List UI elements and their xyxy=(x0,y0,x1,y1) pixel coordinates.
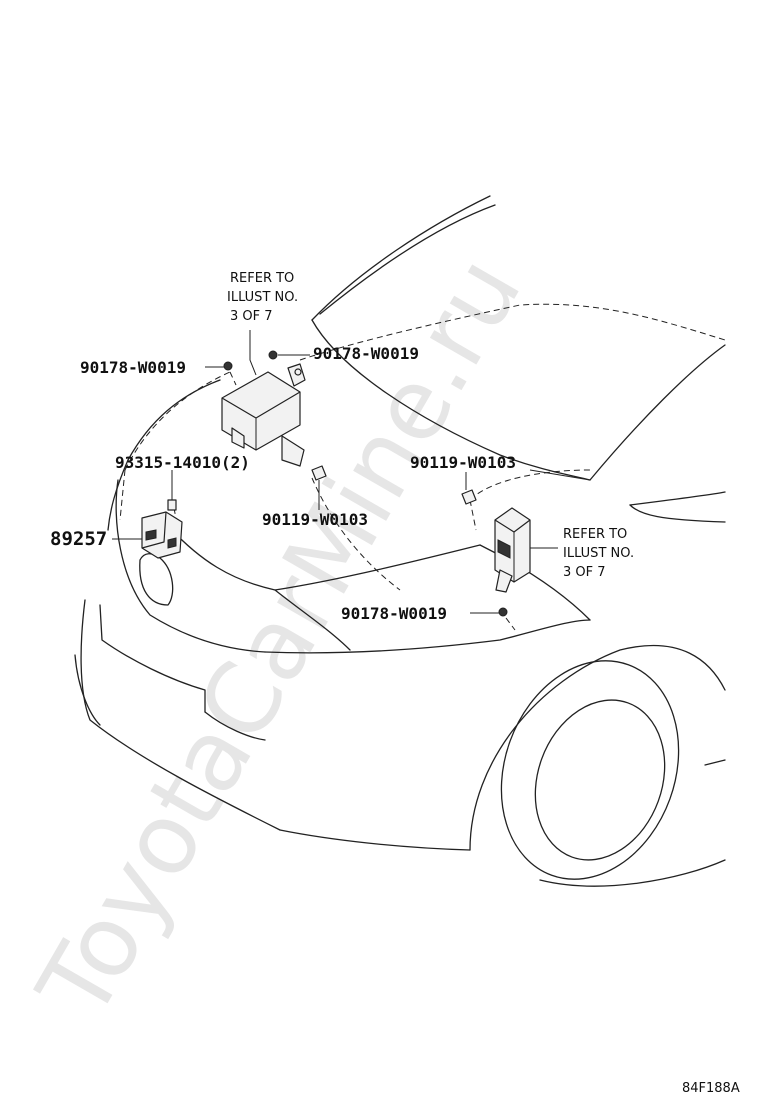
junction-block-part xyxy=(221,363,306,467)
callout-labels: 90178-W0019 90178-W0019 93315-14010(2) 8… xyxy=(50,344,516,623)
callout-90178-w0019-left: 90178-W0019 xyxy=(80,358,186,377)
refer-note-right: REFER TO ILLUST NO. 3 OF 7 xyxy=(563,527,634,580)
bolt-part-center xyxy=(311,465,327,492)
callout-90178-w0019-lower: 90178-W0019 xyxy=(341,604,447,623)
refer-note-right-line-3: 3 OF 7 xyxy=(563,565,606,580)
bolt-part-right xyxy=(461,489,477,505)
callout-93315-14010: 93315-14010(2) xyxy=(115,453,250,472)
leader-lines xyxy=(112,330,591,614)
refer-note-right-line-1: REFER TO xyxy=(563,527,627,542)
clip-part-2 xyxy=(268,350,278,360)
screw-part xyxy=(167,488,177,511)
clip-part-1 xyxy=(223,361,233,371)
refer-note-left: REFER TO ILLUST NO. 3 OF 7 xyxy=(227,271,298,324)
fuse-box-right-part xyxy=(494,507,531,593)
refer-note-left-line-3: 3 OF 7 xyxy=(230,309,273,324)
figure-code: 84F188A xyxy=(682,1081,740,1096)
refer-note-left-line-2: ILLUST NO. xyxy=(227,290,298,305)
callout-90119-w0103-center: 90119-W0103 xyxy=(262,510,368,529)
callout-90178-w0019-top: 90178-W0019 xyxy=(313,344,419,363)
callout-90119-w0103-right: 90119-W0103 xyxy=(410,453,516,472)
refer-note-left-line-1: REFER TO xyxy=(230,271,294,286)
refer-note-right-line-2: ILLUST NO. xyxy=(563,546,634,561)
relay-89257-part xyxy=(141,511,183,559)
car-body-outline xyxy=(74,195,726,887)
clip-part-3 xyxy=(498,607,508,617)
callout-89257: 89257 xyxy=(50,528,107,550)
